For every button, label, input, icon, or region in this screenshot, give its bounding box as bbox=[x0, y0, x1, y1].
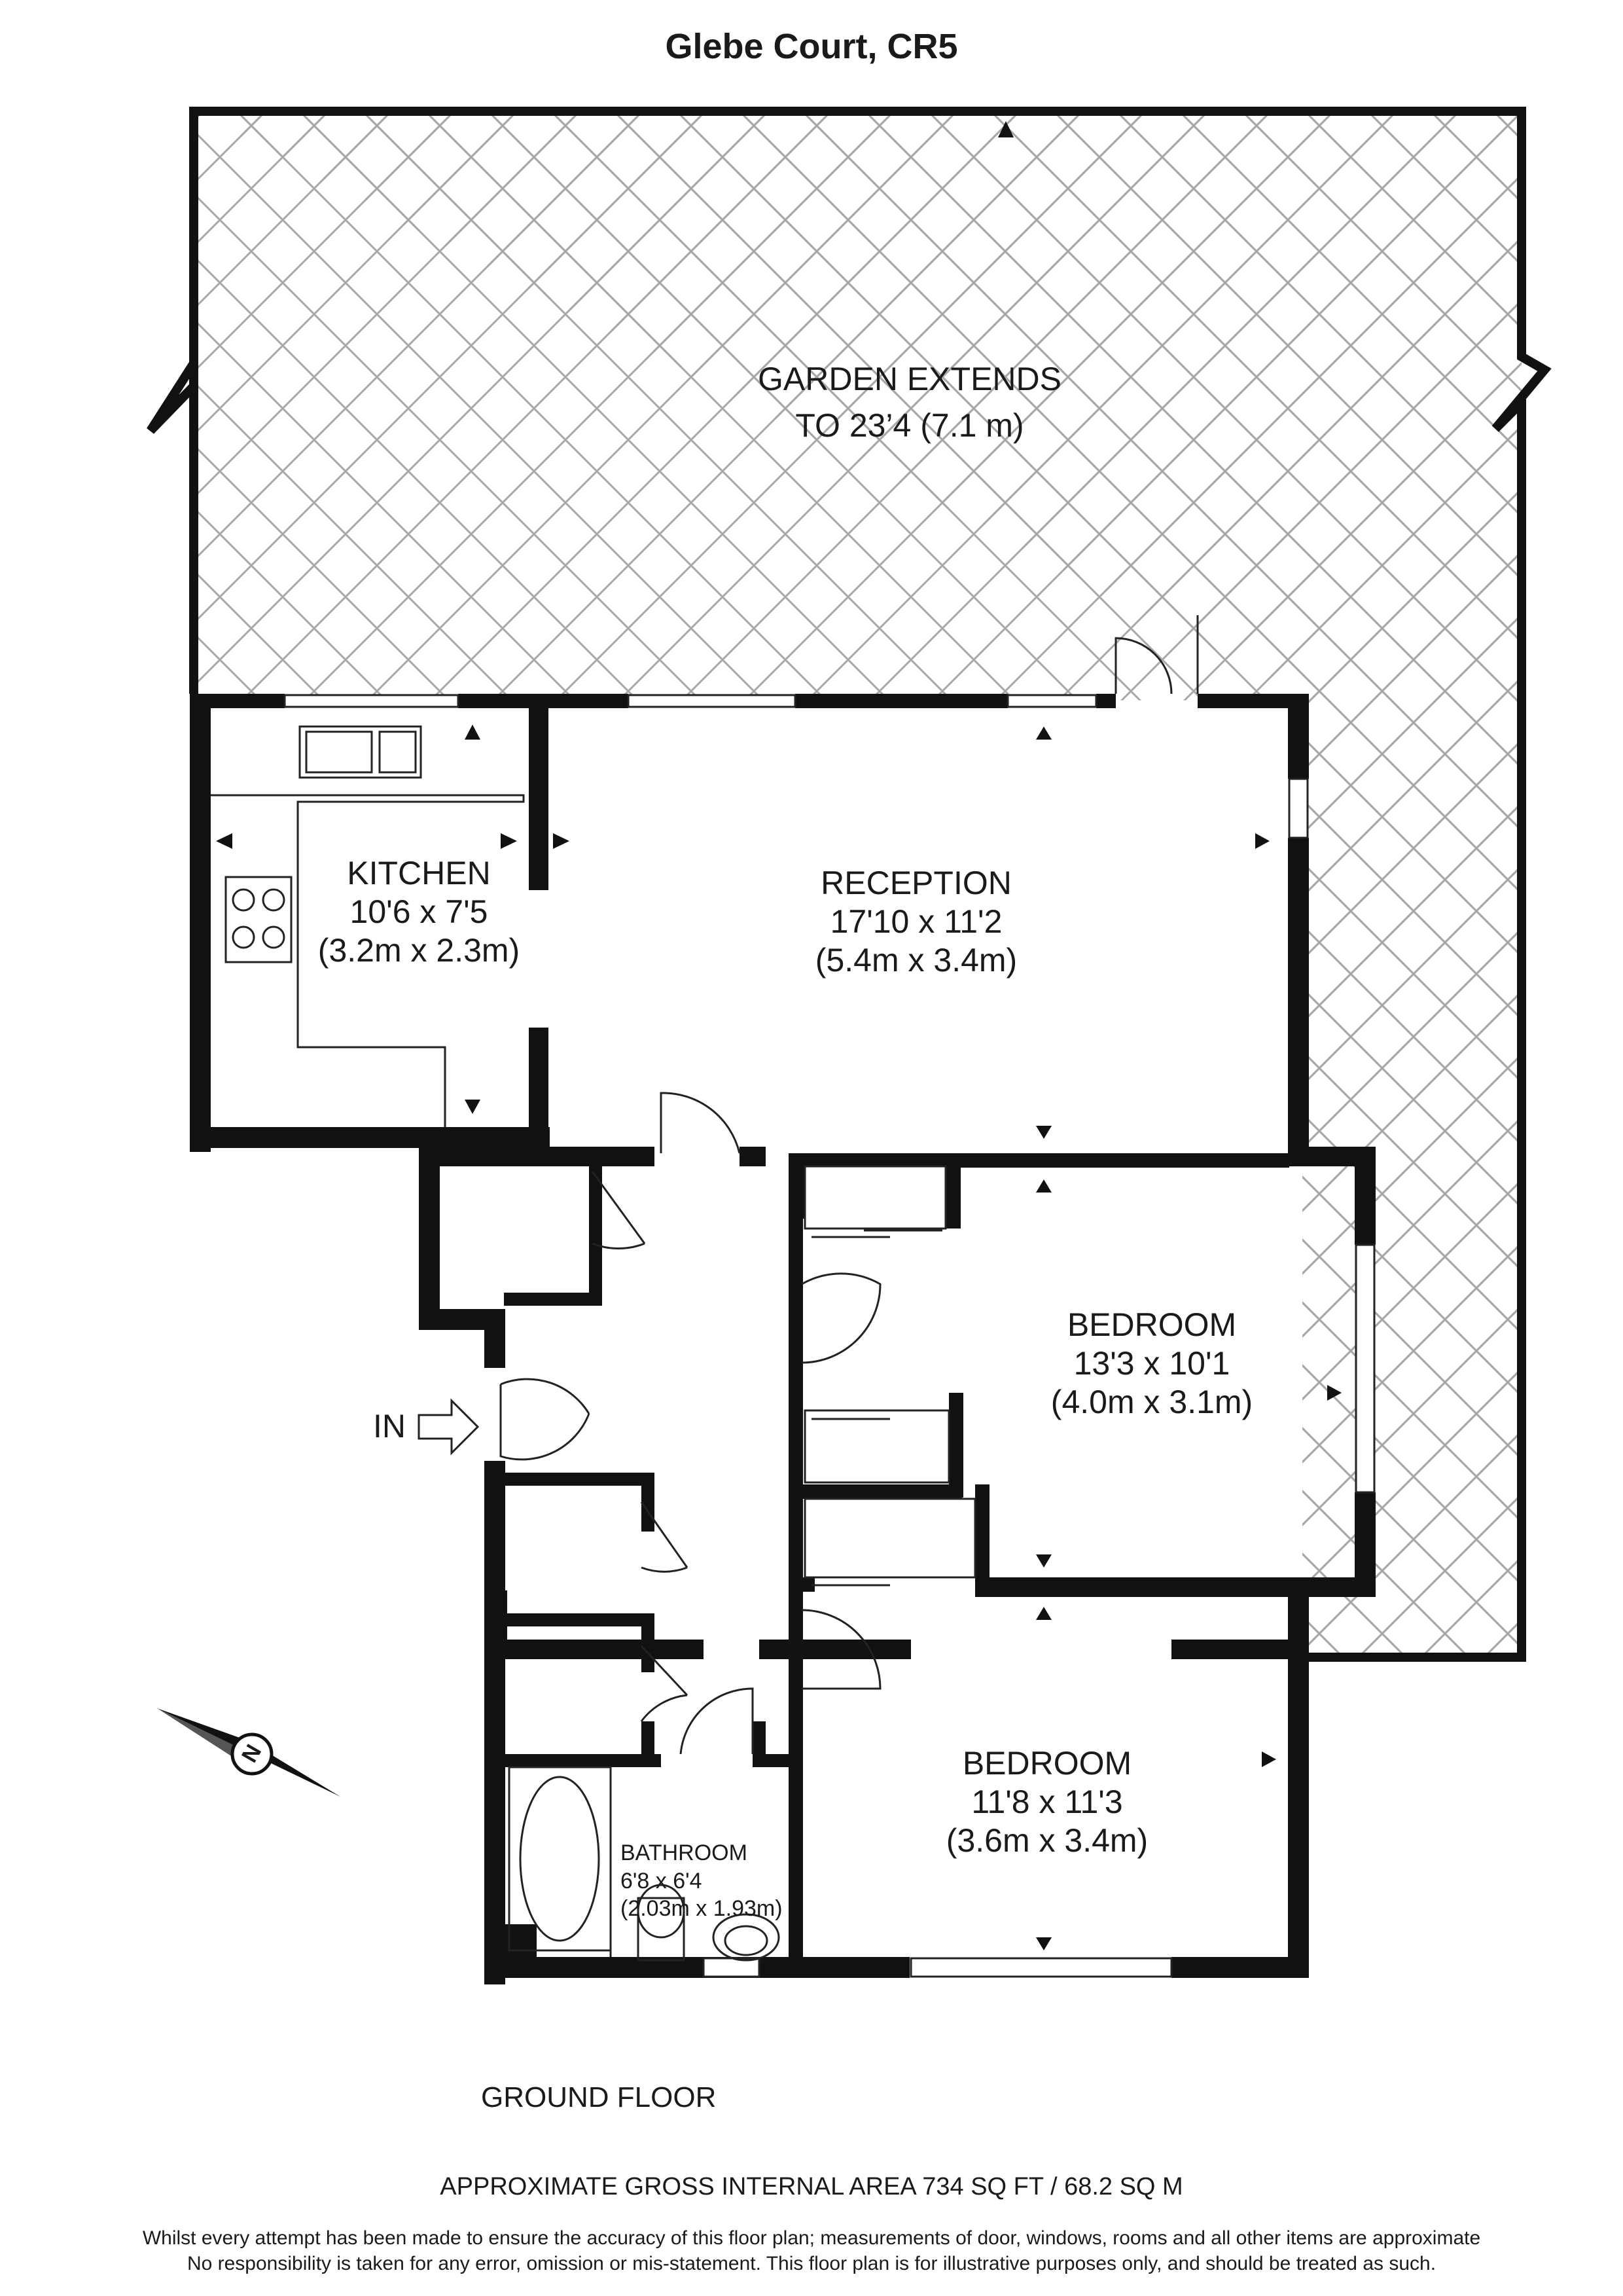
disclaimer: Whilst every attempt has been made to en… bbox=[0, 2225, 1623, 2276]
garden-arrow-north bbox=[998, 121, 1014, 137]
sink-icon bbox=[298, 725, 422, 779]
doors bbox=[499, 615, 1199, 1755]
interior-walls bbox=[484, 1153, 1309, 1984]
page-title: Glebe Court, CR5 bbox=[665, 27, 958, 66]
floor-label: GROUND FLOOR bbox=[481, 2081, 717, 2113]
basin-icon bbox=[712, 1913, 780, 1962]
room-label-bedroom-1: BEDROOM 13'3 x 10'1 (4.0m x 3.1m) bbox=[995, 1306, 1309, 1422]
room-size-metric: (3.6m x 3.4m) bbox=[946, 1822, 1149, 1859]
room-name: BATHROOM bbox=[620, 1840, 747, 1865]
toilet-icon bbox=[637, 1897, 685, 1962]
room-size-imperial: 17'10 x 11'2 bbox=[830, 903, 1003, 940]
room-size-metric: (2.03m x 1.93m) bbox=[620, 1896, 783, 1921]
wardrobes bbox=[804, 1165, 976, 1587]
room-name: BEDROOM bbox=[1067, 1306, 1237, 1343]
room-name: RECEPTION bbox=[821, 865, 1012, 901]
room-size-imperial: 11'8 x 11'3 bbox=[971, 1784, 1123, 1820]
room-label-kitchen: KITCHEN 10'6 x 7'5 (3.2m x 2.3m) bbox=[281, 854, 556, 970]
room-size-imperial: 10'6 x 7'5 bbox=[349, 893, 488, 930]
compass-icon bbox=[157, 1708, 340, 1797]
garden-label: GARDEN EXTENDS TO 23’4 (7.1 m) bbox=[674, 360, 1145, 445]
disclaimer-line2: No responsibility is taken for any error… bbox=[187, 2253, 1436, 2274]
measurement-arrows bbox=[216, 725, 1342, 1950]
garden-label-line2: TO 23’4 (7.1 m) bbox=[795, 407, 1024, 444]
garden-boundary bbox=[147, 107, 1552, 1662]
bathroom-fittings bbox=[508, 1766, 780, 1962]
room-label-bedroom-2: BEDROOM 11'8 x 11'3 (3.6m x 3.4m) bbox=[890, 1744, 1204, 1860]
kitchen-fittings bbox=[211, 725, 525, 1127]
exterior-walls bbox=[190, 694, 1376, 1662]
room-size-metric: (4.0m x 3.1m) bbox=[1050, 1384, 1253, 1420]
room-label-bathroom: BATHROOM 6'8 x 6'4 (2.03m x 1.93m) bbox=[620, 1839, 783, 1923]
room-size-imperial: 6'8 x 6'4 bbox=[620, 1868, 702, 1893]
garden-right-strip bbox=[1302, 694, 1522, 1656]
garden-top bbox=[194, 111, 1522, 700]
room-size-metric: (5.4m x 3.4m) bbox=[815, 942, 1018, 978]
room-size-imperial: 13'3 x 10'1 bbox=[1073, 1345, 1230, 1382]
disclaimer-line1: Whilst every attempt has been made to en… bbox=[142, 2227, 1481, 2249]
entrance-label: IN bbox=[373, 1408, 406, 1444]
windows bbox=[283, 694, 1376, 1978]
room-name: KITCHEN bbox=[347, 855, 491, 891]
hob-icon bbox=[224, 876, 293, 963]
bath-icon bbox=[508, 1766, 612, 1952]
garden-label-line1: GARDEN EXTENDS bbox=[758, 361, 1061, 397]
entrance-arrow-icon bbox=[418, 1398, 480, 1456]
area-statement: APPROXIMATE GROSS INTERNAL AREA 734 SQ F… bbox=[440, 2173, 1183, 2200]
room-label-reception: RECEPTION 17'10 x 11'2 (5.4m x 3.4m) bbox=[753, 864, 1080, 980]
room-name: BEDROOM bbox=[962, 1745, 1132, 1782]
room-size-metric: (3.2m x 2.3m) bbox=[317, 932, 520, 969]
